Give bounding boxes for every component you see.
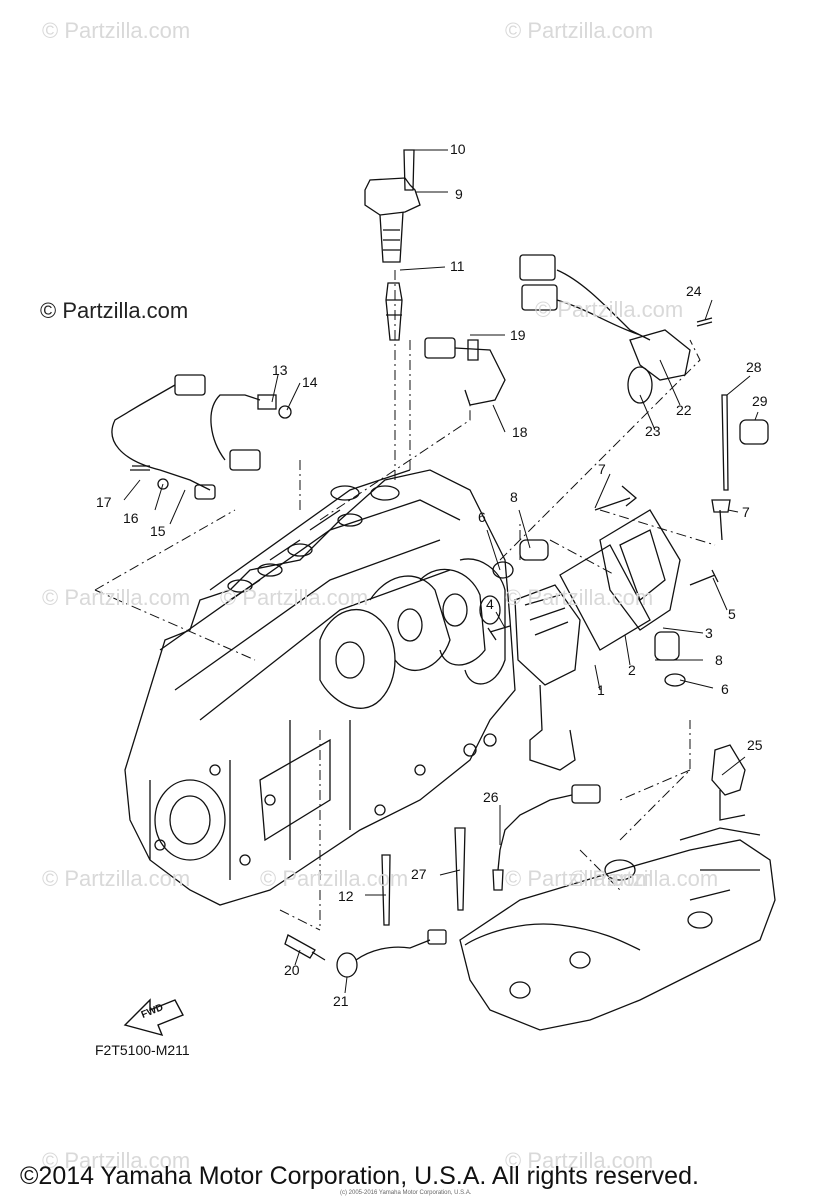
callout-25: 25 — [747, 737, 763, 753]
fwd-arrow — [123, 998, 184, 1037]
ecu-unit — [514, 584, 581, 771]
copyright-notice: ©2014 Yamaha Motor Corporation, U.S.A. A… — [20, 1162, 699, 1190]
cable-tie-28 — [721, 394, 729, 491]
collar-6b — [664, 673, 686, 687]
sensor-26 — [492, 784, 601, 891]
callout-5: 5 — [728, 606, 736, 622]
callout-6b: 6 — [721, 681, 729, 697]
bracket-3 — [599, 509, 681, 631]
watermark: © Partzilla.com — [42, 18, 191, 43]
callout-8b: 8 — [715, 652, 723, 668]
callout-2: 2 — [628, 662, 636, 678]
sensor-20 — [284, 934, 326, 961]
callout-26: 26 — [483, 789, 499, 805]
watermark: © Partzilla.com — [505, 18, 654, 43]
damper-8b — [654, 631, 680, 661]
callout-18: 18 — [512, 424, 528, 440]
callout-7a: 7 — [598, 461, 606, 477]
cable-tie-27 — [454, 827, 466, 911]
watermark: © Partzilla.com — [260, 866, 409, 891]
diagram-code: F2T5100-M211 — [95, 1042, 190, 1058]
callout-27: 27 — [411, 866, 427, 882]
damper-8a — [519, 539, 549, 561]
callout-17: 17 — [96, 494, 112, 510]
watermark: © Partzilla.com — [505, 585, 654, 610]
watermark: © Partzilla.com — [535, 297, 684, 322]
fine-print: (c) 2005-2016 Yamaha Motor Corporation, … — [340, 1190, 472, 1196]
bolt-5 — [689, 569, 719, 586]
grommet-29 — [739, 419, 769, 445]
callout-24: 24 — [686, 283, 702, 299]
callout-19: 19 — [510, 327, 526, 343]
callout-13: 13 — [272, 362, 288, 378]
callout-9: 9 — [455, 186, 463, 202]
collar-6a — [492, 561, 514, 579]
callout-7b: 7 — [742, 504, 750, 520]
watermark: © Partzilla.com — [570, 866, 719, 891]
sensor-15 — [111, 374, 216, 500]
sensor-25 — [711, 744, 746, 821]
ignition-coil — [364, 149, 421, 263]
spark-plug — [385, 282, 403, 341]
knock-sensor-21 — [336, 929, 447, 978]
brand-mark: © Partzilla.com — [40, 298, 189, 323]
bolt-4 — [487, 625, 511, 641]
watermark: © Partzilla.com — [42, 866, 191, 891]
watermark: © Partzilla.com — [220, 585, 369, 610]
callout-15: 15 — [150, 523, 166, 539]
callout-16: 16 — [123, 510, 139, 526]
watermark: © Partzilla.com — [42, 585, 191, 610]
callout-8a: 8 — [510, 489, 518, 505]
callout-22: 22 — [676, 402, 692, 418]
callout-6a: 6 — [478, 509, 486, 525]
callout-10: 10 — [450, 141, 466, 157]
watermark: © Partzilla.com — [42, 1148, 191, 1173]
callout-11: 11 — [450, 258, 465, 274]
sensor-harness — [519, 254, 713, 404]
sensor-13 — [210, 394, 292, 471]
gasket-2 — [559, 544, 651, 651]
callout-12: 12 — [338, 888, 354, 904]
bolt-7a — [594, 485, 638, 511]
callout-23: 23 — [645, 423, 661, 439]
cable-tie-12 — [381, 854, 391, 926]
callout-28: 28 — [746, 359, 762, 375]
engine-block — [124, 469, 516, 906]
callout-29: 29 — [752, 393, 768, 409]
callout-3: 3 — [705, 625, 713, 641]
bolt-7b — [711, 499, 731, 541]
exhaust-manifold — [459, 827, 776, 1031]
callout-1: 1 — [597, 682, 605, 698]
watermark: © Partzilla.com — [505, 1148, 654, 1173]
intake-manifold — [319, 558, 506, 709]
callout-4: 4 — [486, 596, 494, 612]
sensor-18 — [424, 337, 506, 406]
callout-14: 14 — [302, 374, 318, 390]
callout-20: 20 — [284, 962, 300, 978]
callout-21: 21 — [333, 993, 349, 1009]
watermark: © Partzilla.com — [505, 866, 654, 891]
